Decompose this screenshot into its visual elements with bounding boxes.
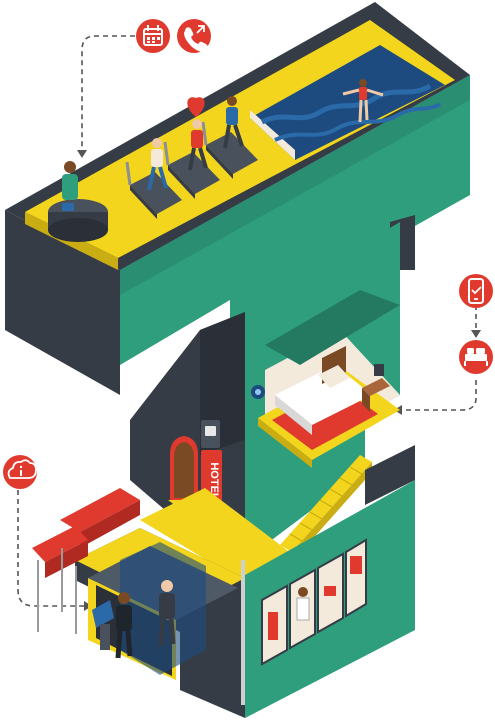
window: [261, 584, 288, 666]
bedroom: [258, 346, 400, 468]
ground-floor-windows: [261, 538, 367, 666]
treadmill: [163, 141, 220, 199]
window: [345, 538, 367, 618]
heart-icon: [187, 97, 205, 117]
gym-treadmills: [125, 96, 258, 219]
connector-lines: [17, 35, 477, 607]
wall-lamp: [251, 385, 265, 399]
nightstand: [362, 364, 390, 412]
phone-icon: [177, 19, 211, 53]
window: [289, 568, 316, 650]
reception-desk: [48, 161, 108, 242]
mobile-phone-icon: [459, 274, 493, 308]
bed-icon: [459, 340, 493, 374]
hotel-sign-text: HOTEL: [208, 462, 220, 500]
runner-figure: [223, 96, 244, 149]
entrance-stairs: [32, 488, 140, 634]
runner-figure: [188, 119, 208, 171]
treadmill: [201, 121, 258, 179]
swimming-pool: [250, 45, 445, 160]
swimmer-figure: [342, 79, 384, 123]
bed: [275, 346, 372, 435]
runner-figure: [147, 138, 168, 191]
staff-figure: [158, 580, 176, 647]
cloud-info-icon: [3, 455, 37, 489]
treadmill: [125, 161, 182, 219]
guest-figure: [115, 592, 133, 659]
receptionist-figure: [62, 161, 78, 200]
window: [317, 552, 344, 634]
calendar-icon: [136, 19, 170, 53]
check-in-kiosk: [92, 600, 114, 650]
